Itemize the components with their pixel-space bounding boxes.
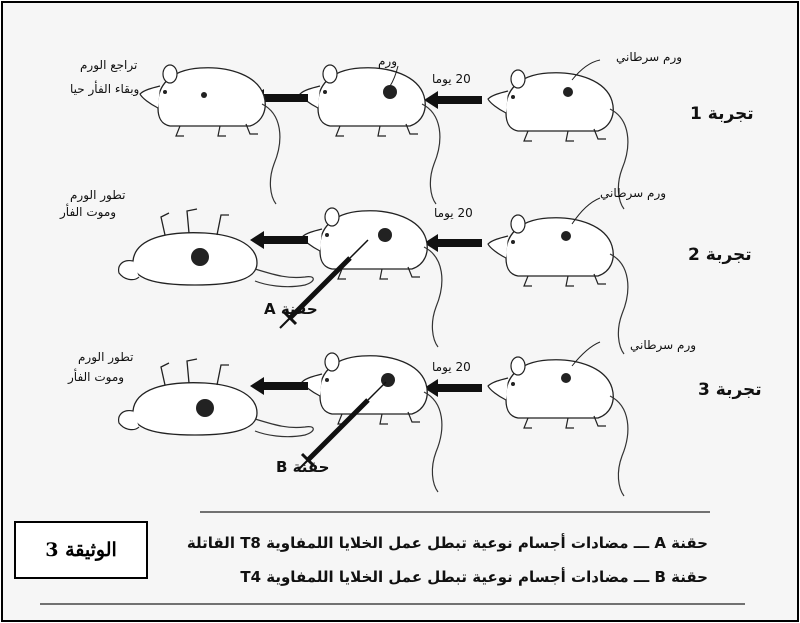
- exp3-arrow-2: [424, 379, 482, 397]
- exp1-label: تجربة 1: [690, 104, 754, 124]
- exp1-outcome-line1: تراجع الورم: [80, 58, 138, 72]
- exp1-mouse-middle: [299, 64, 441, 205]
- exp1-days-label: 20 يوما: [432, 72, 471, 86]
- exp2-injection-label: حقنة A: [264, 300, 318, 318]
- exp3-arrow-1: [250, 377, 308, 395]
- exp1-tumor-grown: [383, 85, 397, 99]
- exp1-outcome-line2: وبقاء الفأر حيا: [70, 82, 140, 96]
- exp2-outcome-line2: وموت الفأر: [60, 205, 117, 219]
- exp2-tumor-label: ورم سرطاني: [600, 186, 667, 200]
- legend-line-a: حقنة A ـــ مضادات أجسام نوعية تبطل عمل ا…: [186, 534, 708, 552]
- exp1-tumor-label: ورم سرطاني: [616, 50, 683, 64]
- legend-line-b: حقنة B ـــ مضادات أجسام نوعية تبطل عمل ا…: [240, 568, 708, 586]
- exp3-drawing: [117, 341, 629, 497]
- exp2-arrow-1: [250, 231, 308, 249]
- exp1-middle-label: ورم: [378, 54, 398, 68]
- exp3-outcome-line2: وموت الفأر: [68, 370, 125, 384]
- document-title: الوثيقة 3: [45, 539, 117, 561]
- exp3-tumor-label: ورم سرطاني: [630, 338, 697, 352]
- exp2-mouse-tumor: [487, 214, 629, 355]
- exp1-tumor-dot: [563, 87, 573, 97]
- exp1-arrow-2: [424, 91, 482, 109]
- exp1-drawing: [139, 59, 629, 210]
- exp3-outcome-line1: تطور الورم: [78, 350, 134, 364]
- exp2-outcome-line1: تطور الورم: [70, 188, 126, 202]
- exp3-days-label: 20 يوما: [432, 360, 471, 374]
- exp2-arrow-2: [424, 234, 482, 252]
- exp2-mouse-middle: [301, 207, 443, 348]
- exp2-mouse-dead: [117, 208, 314, 288]
- exp2-days-label: 20 يوما: [434, 206, 473, 220]
- exp1-mouse-final: [139, 64, 281, 205]
- exp2-label: تجربة 2: [688, 245, 752, 265]
- exp3-injection-label: حقنة B: [276, 458, 330, 476]
- exp3-mouse-dead: [117, 358, 314, 438]
- document-title-box: الوثيقة 3: [14, 521, 148, 579]
- exp2-drawing: [117, 197, 629, 355]
- exp3-mouse-tumor: [487, 356, 629, 497]
- exp3-label: تجربة 3: [698, 380, 762, 400]
